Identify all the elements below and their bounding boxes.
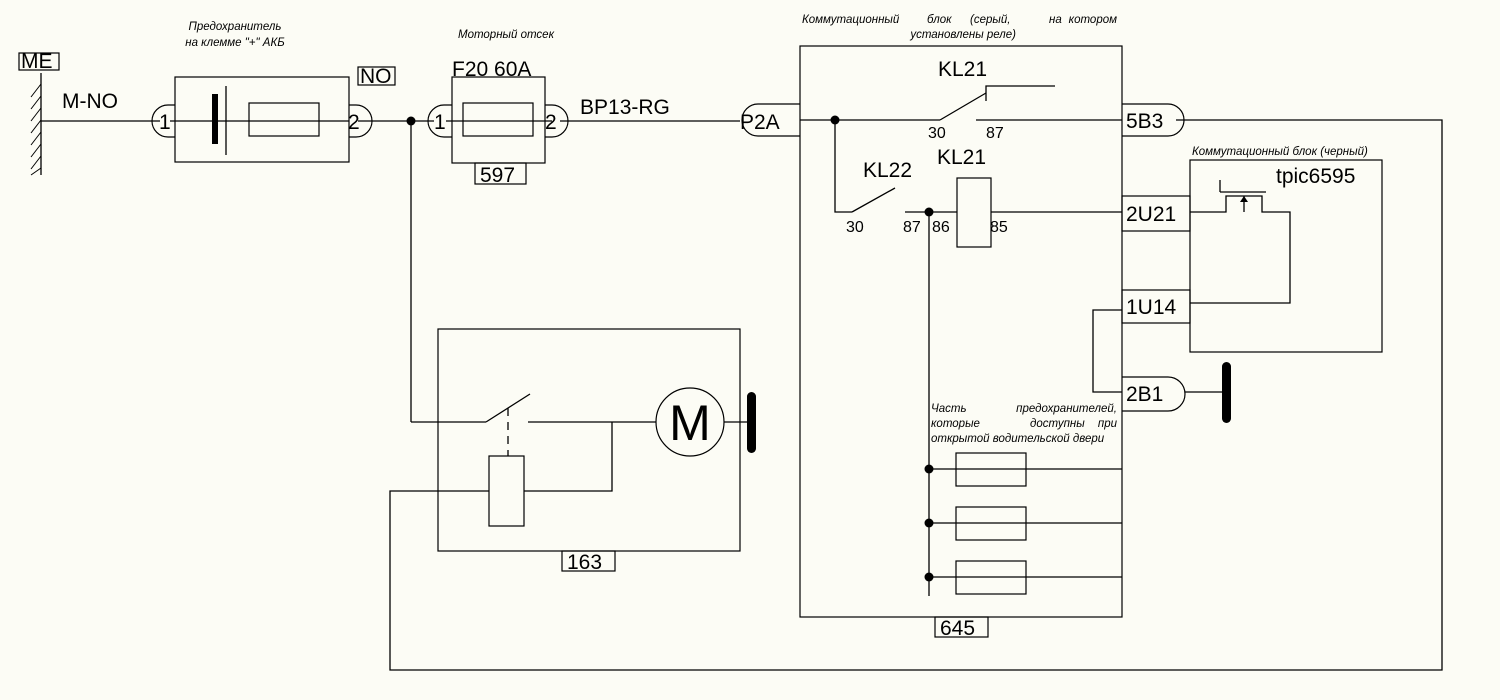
battery-fuse-box	[174, 76, 350, 163]
fuse-2	[955, 506, 1027, 541]
fuse-row-3	[924, 560, 1122, 595]
fuses-note-1-word-2: предохранителей,	[1016, 403, 1117, 415]
fan-module: M 163	[411, 328, 756, 574]
kl22-pin-87: 87	[903, 219, 921, 236]
engine-fuse-pin1-tab	[427, 104, 452, 138]
battery-fuse-caption-1: Предохранитель	[189, 21, 282, 33]
kl22-contact-arm	[851, 187, 896, 213]
fuse-code-no: NO	[360, 65, 392, 88]
switch-block: Коммутационный блок (серый, на котором у…	[740, 14, 1231, 640]
fan-module-number: 163	[567, 551, 602, 574]
connector-1u14: 1U14	[1126, 296, 1177, 319]
kl21-contact-arm	[939, 92, 987, 121]
switch-block-caption-line-2: установлены реле)	[909, 29, 1016, 41]
black-block-caption: Коммутационный блок (черный)	[1192, 146, 1368, 158]
mosfet-symbol	[1190, 180, 1291, 304]
ground-me: ME	[18, 50, 60, 176]
fan-relay-coil	[488, 455, 525, 527]
switch-block-caption: Коммутационный блок (серый, на котором у…	[802, 14, 1117, 41]
connector-5b3: 5B3	[1126, 110, 1163, 133]
black-block-chip: tpic6595	[1276, 165, 1355, 188]
connector-5b3-shape	[1122, 103, 1185, 137]
connector-p2a-shape	[741, 103, 800, 137]
battery-fuse-pin1: 1	[159, 111, 171, 134]
black-block-box	[1189, 159, 1383, 353]
fuse-3	[955, 560, 1027, 595]
kl21-coil	[956, 177, 992, 248]
kl22-input-wire	[834, 120, 852, 213]
coil-pin-85: 85	[990, 219, 1008, 236]
engine-fuse-number-frame	[474, 162, 527, 185]
fuses-note-2-word-3: при	[1098, 418, 1118, 430]
engine-fuse-number: 597	[480, 164, 515, 187]
wire-label-bp13-rg: BP13-RG	[580, 96, 670, 119]
wire-coil-feedback	[389, 119, 1443, 671]
ground-label-frame	[18, 52, 60, 71]
ground-bar-2b1	[1222, 362, 1231, 423]
mosfet-output-wire	[1190, 195, 1291, 304]
kl21-coil-label: KL21	[937, 146, 986, 169]
engine-fuse-pin1: 1	[434, 111, 446, 134]
fuse-code-frame	[357, 66, 396, 86]
engine-fuse-pin2: 2	[545, 111, 557, 134]
engine-fuse: Моторный отсек F20 60A 1 2 597	[427, 29, 569, 187]
switch-block-caption-word-1: Коммутационный	[802, 14, 900, 26]
switch-block-box	[799, 45, 1123, 618]
switch-block-caption-word-4: на	[1049, 14, 1062, 26]
engine-fuse-box	[451, 76, 546, 164]
ground-hatch	[30, 83, 42, 176]
battery-fuse: Предохранитель на клемме "+" АКБ 1 2 NO	[151, 21, 396, 163]
fuses-note-2-word-2: доступны	[1030, 418, 1085, 430]
wire-label-m-no: M-NO	[62, 90, 118, 113]
engine-fuse-name: F20 60A	[452, 58, 531, 81]
connector-2u21: 2U21	[1126, 203, 1176, 226]
switch-block-caption-word-2: блок	[927, 14, 952, 26]
switch-block-number: 645	[940, 617, 975, 640]
connector-p2a: P2A	[740, 111, 780, 134]
kl22-label: KL22	[863, 159, 912, 182]
fan-motor-symbol: M	[669, 395, 711, 451]
ground-label: ME	[21, 50, 53, 73]
engine-fuse-element	[462, 102, 534, 137]
black-block: Коммутационный блок (черный) tpic6595	[1189, 146, 1383, 353]
switch-block-caption-word-5: котором	[1069, 14, 1117, 26]
fan-ground-bar	[747, 392, 756, 453]
fuses-note-2-word-1: которые	[931, 418, 980, 430]
wire-1u14-to-2b1	[1092, 309, 1122, 393]
kl21-nc-terminal	[985, 85, 1055, 101]
kl21-pin-87: 87	[986, 125, 1004, 142]
battery-fuse-element	[248, 102, 320, 137]
connector-2b1-shape	[1122, 376, 1186, 412]
fuses-note: Часть предохранителей, которые доступны …	[931, 403, 1118, 445]
kl22-pin-30: 30	[846, 219, 864, 236]
connector-2b1: 2B1	[1126, 383, 1163, 406]
battery-terminal-bar	[212, 94, 218, 144]
fan-module-number-frame	[561, 550, 616, 572]
coil-pin-86: 86	[932, 219, 950, 236]
fuses-note-line-3: открытой водительской двери	[931, 433, 1105, 445]
fuse-row-2	[924, 506, 1122, 541]
switch-block-number-frame	[934, 616, 989, 638]
fuse-row-1	[924, 452, 1122, 487]
fuses-note-1-word-1: Часть	[931, 403, 967, 415]
battery-fuse-pin1-tab	[151, 104, 175, 138]
switch-block-caption-word-3: (серый,	[970, 14, 1010, 26]
engine-fuse-caption: Моторный отсек	[458, 29, 555, 41]
battery-fuse-pin2: 2	[348, 111, 360, 134]
kl21-contact-label: KL21	[938, 58, 987, 81]
battery-fuse-caption-2: на клемме "+" АКБ	[185, 37, 285, 49]
fan-coil-wire	[524, 422, 613, 492]
kl21-pin-30: 30	[928, 125, 946, 142]
fuse-1	[955, 452, 1027, 487]
